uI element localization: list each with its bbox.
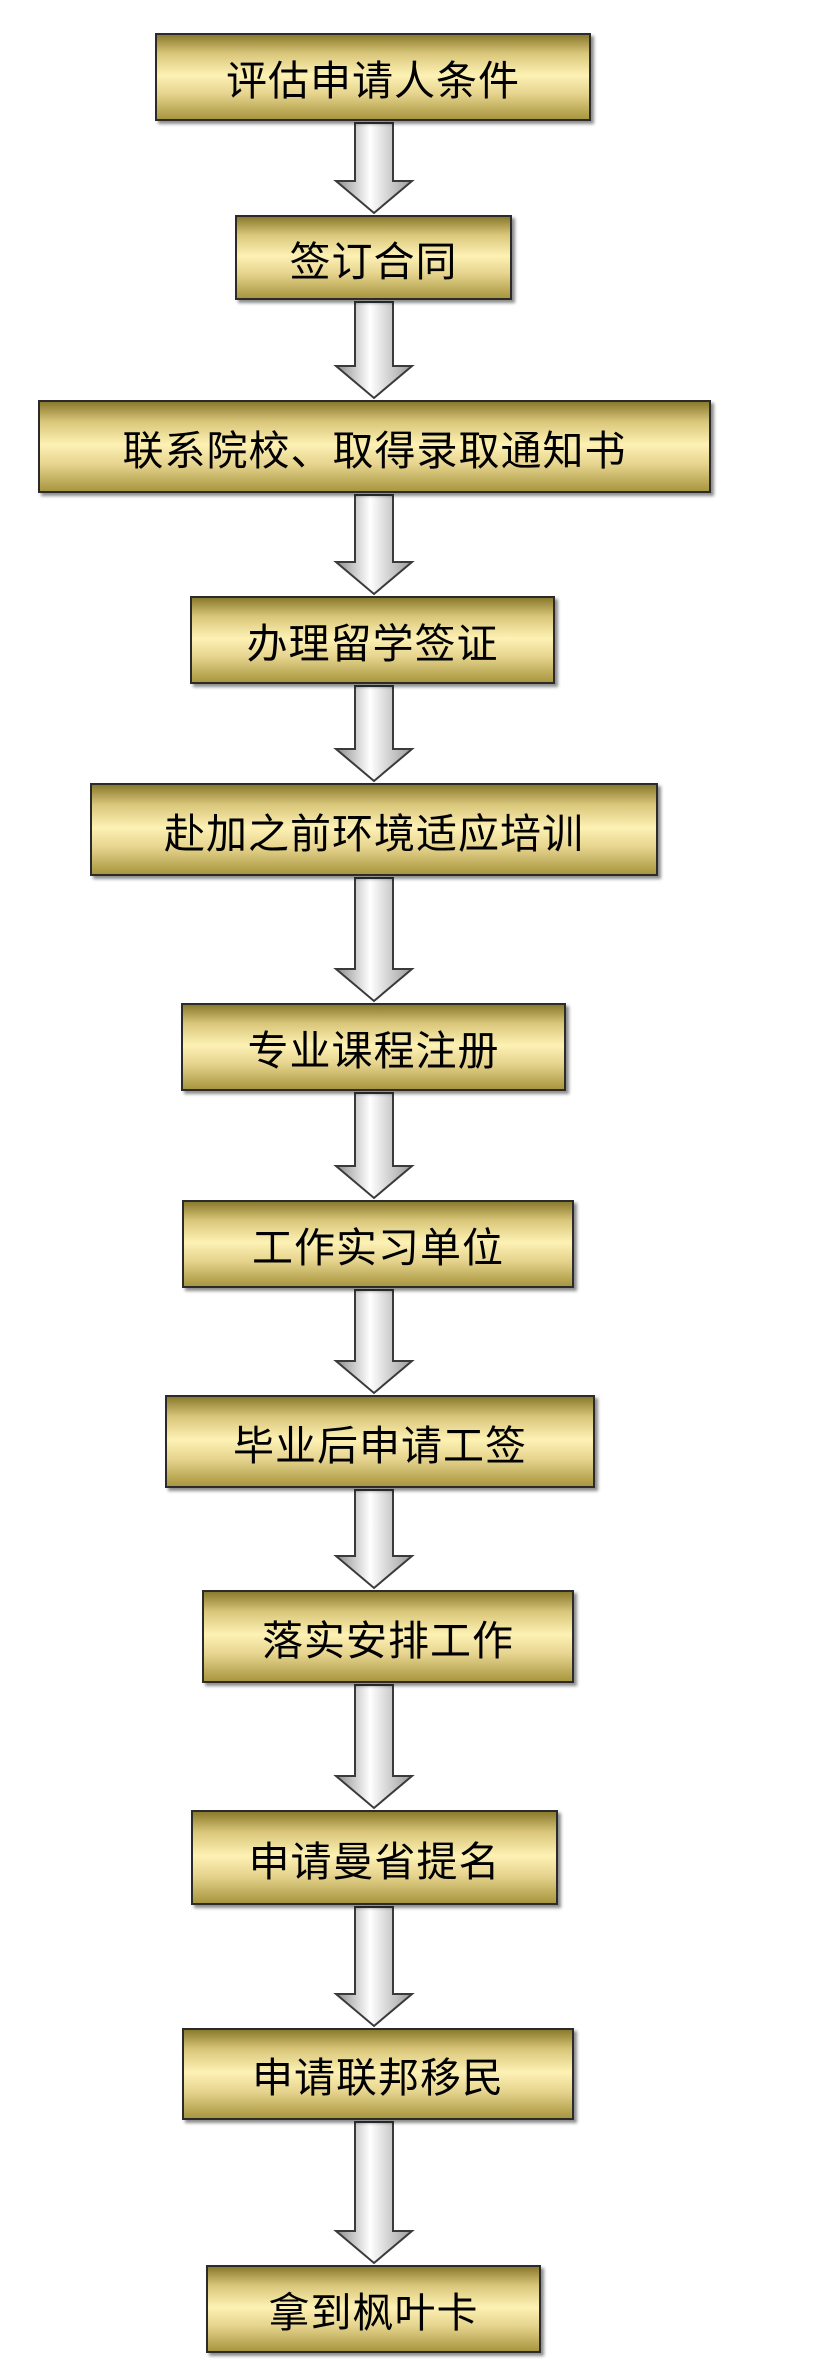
step-box-3: 联系院校、取得录取通知书 xyxy=(38,400,711,493)
down-arrow-icon-2 xyxy=(333,301,415,400)
down-arrow-icon-1 xyxy=(333,122,415,215)
step-box-7: 工作实习单位 xyxy=(182,1200,574,1288)
step-box-2: 签订合同 xyxy=(235,215,512,300)
step-box-6: 专业课程注册 xyxy=(181,1003,566,1091)
step-label-8: 毕业后申请工签 xyxy=(233,1421,527,1470)
down-arrow-icon-11 xyxy=(333,2121,415,2265)
step-box-8: 毕业后申请工签 xyxy=(165,1395,595,1488)
step-label-4: 办理留学签证 xyxy=(246,620,499,668)
step-label-7: 工作实习单位 xyxy=(252,1224,504,1272)
down-arrow-icon-6 xyxy=(333,1092,415,1200)
down-arrow-icon-5 xyxy=(333,877,415,1003)
step-label-5: 赴加之前环境适应培训 xyxy=(164,809,584,858)
down-arrow-icon-10 xyxy=(333,1906,415,2028)
down-arrow-icon-3 xyxy=(333,494,415,596)
down-arrow-icon-8 xyxy=(333,1489,415,1590)
step-box-11: 申请联邦移民 xyxy=(182,2028,574,2120)
step-label-11: 申请联邦移民 xyxy=(252,2054,504,2102)
down-arrow-icon-4 xyxy=(333,685,415,783)
step-box-12: 拿到枫叶卡 xyxy=(206,2265,541,2353)
step-label-1: 评估申请人条件 xyxy=(226,57,520,105)
step-label-10: 申请曼省提名 xyxy=(248,1837,501,1886)
step-label-9: 落实安排工作 xyxy=(262,1616,514,1665)
step-box-1: 评估申请人条件 xyxy=(155,33,591,121)
down-arrow-icon-9 xyxy=(333,1684,415,1810)
step-label-12: 拿到枫叶卡 xyxy=(268,2289,479,2337)
step-label-3: 联系院校、取得录取通知书 xyxy=(122,426,627,475)
down-arrow-icon-7 xyxy=(333,1289,415,1395)
step-box-10: 申请曼省提名 xyxy=(191,1810,558,1905)
step-box-9: 落实安排工作 xyxy=(202,1590,574,1683)
step-label-2: 签订合同 xyxy=(289,237,458,286)
step-box-5: 赴加之前环境适应培训 xyxy=(90,783,658,876)
step-label-6: 专业课程注册 xyxy=(247,1027,500,1075)
step-box-4: 办理留学签证 xyxy=(190,596,555,684)
